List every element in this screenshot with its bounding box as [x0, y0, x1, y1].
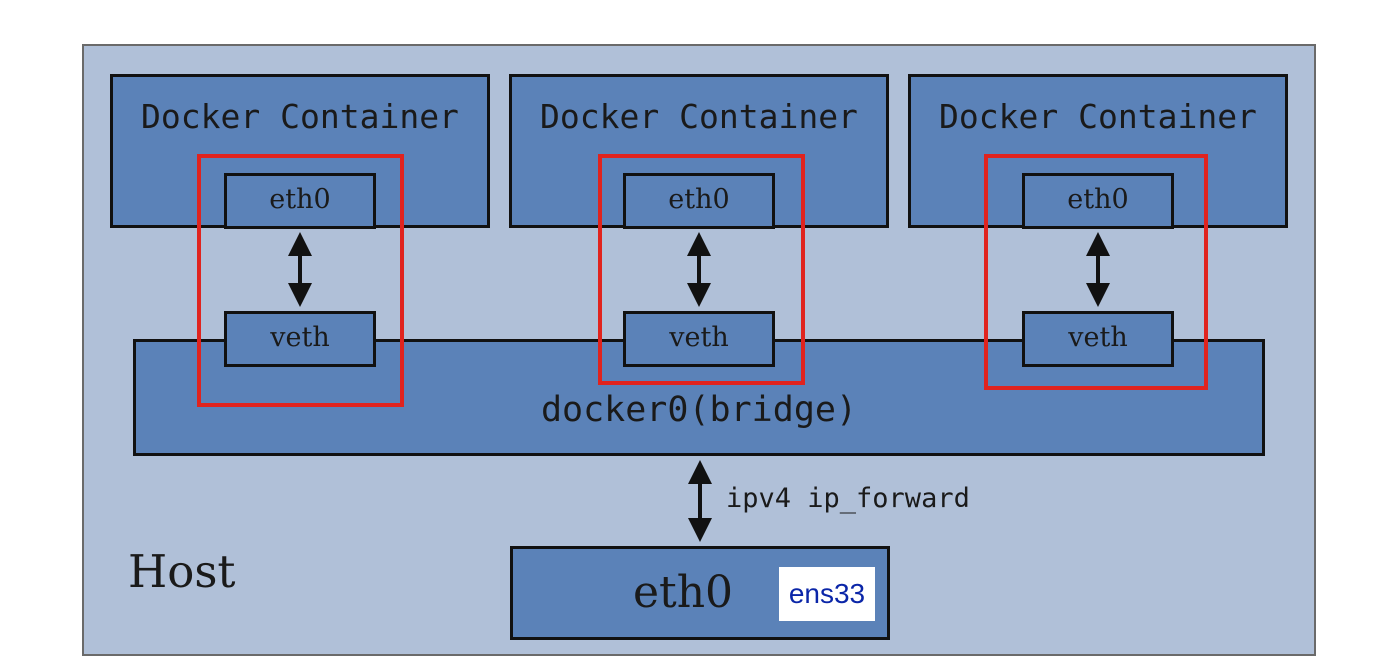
- host-label: Host: [128, 545, 236, 598]
- veth-interface: veth: [1022, 311, 1174, 367]
- veth-pair-highlight: [984, 154, 1208, 390]
- veth-pair-highlight: [598, 154, 805, 385]
- container-title: Docker Container: [141, 97, 459, 136]
- veth-interface: veth: [224, 311, 376, 367]
- ip-forward-label: ipv4 ip_forward: [726, 483, 970, 514]
- bridge-label: docker0(bridge): [540, 390, 858, 430]
- veth-interface: veth: [623, 311, 775, 367]
- container-title: Docker Container: [939, 97, 1257, 136]
- ens33-tag: ens33: [779, 567, 875, 621]
- host-eth0-label: eth0: [633, 567, 734, 618]
- veth-pair-highlight: [197, 154, 404, 407]
- container-title: Docker Container: [540, 97, 858, 136]
- container-eth0: eth0: [1022, 173, 1174, 229]
- host-eth0: eth0 ens33: [510, 546, 890, 640]
- container-eth0: eth0: [224, 173, 376, 229]
- container-eth0: eth0: [623, 173, 775, 229]
